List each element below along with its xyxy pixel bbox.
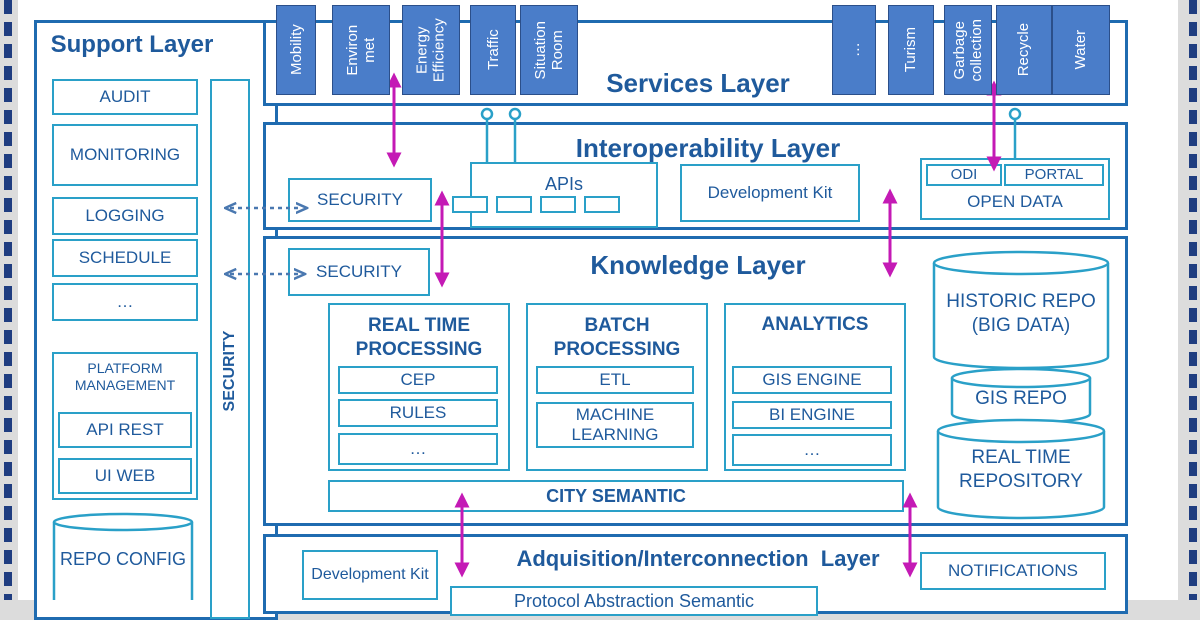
service-tile-label: Mobility <box>287 24 305 76</box>
portal-box: PORTAL <box>1004 164 1104 186</box>
services-layer-title: Services Layer <box>606 68 790 98</box>
analytics-box: ANALYTICS <box>724 303 906 471</box>
ui-web-box: UI WEB <box>58 458 192 494</box>
service-tile-label: Recycle <box>1015 23 1033 77</box>
city-semantic-box: CITY SEMANTIC <box>328 480 904 512</box>
api-slot <box>496 196 532 213</box>
realtime-processing-box: REAL TIME PROCESSING <box>328 303 510 471</box>
architecture-diagram: Support Layer AUDIT MONITORING LOGGING S… <box>18 0 1178 620</box>
repo-config-label: REPO CONFIG <box>59 548 186 569</box>
service-tile-label: Environ met <box>343 24 378 76</box>
interop-security-box: SECURITY <box>288 178 432 222</box>
service-tile-label: Traffic <box>484 29 502 71</box>
ellipsis-box: … <box>52 283 198 321</box>
service-tile: Turism <box>888 5 934 95</box>
realtime-repo-label: REAL TIME REPOSITORY <box>959 447 1083 492</box>
service-tile-label: Situation Room <box>531 20 566 80</box>
service-tile: Recycle <box>996 5 1052 95</box>
open-data-box: OPEN DATA <box>920 158 1110 220</box>
knowledge-security-box: SECURITY <box>288 248 430 296</box>
service-tile: Traffic <box>470 5 516 95</box>
knowledge-layer-title: Knowledge Layer <box>590 250 806 280</box>
apis-box: APIs <box>470 162 658 228</box>
audit-box: AUDIT <box>52 79 198 115</box>
rules-box: RULES <box>338 399 498 427</box>
historic-repo-cylinder <box>932 250 1110 370</box>
service-tile: Mobility <box>276 5 316 95</box>
api-slot <box>584 196 620 213</box>
diagram-overlay <box>52 72 1110 600</box>
service-tile-label: Turism <box>902 27 920 73</box>
batch-processing-title: BATCH PROCESSING <box>553 315 681 360</box>
support-layer-title: Support Layer <box>50 31 214 58</box>
odi-box: ODI <box>926 164 1002 186</box>
bi-engine-box: BI ENGINE <box>732 401 892 429</box>
realtime-processing-title: REAL TIME PROCESSING <box>355 315 483 360</box>
interoperability-layer-title: Interoperability Layer <box>575 133 841 163</box>
realtime-repo-cylinder <box>936 418 1106 520</box>
machine-learning-box: MACHINE LEARNING <box>536 402 694 448</box>
service-tile: Environ met <box>332 5 390 95</box>
etl-box: ETL <box>536 366 694 394</box>
notifications-box: NOTIFICATIONS <box>920 552 1106 590</box>
api-slot <box>540 196 576 213</box>
api-slot <box>452 196 488 213</box>
apis-label: APIs <box>544 174 583 194</box>
logging-box: LOGGING <box>52 197 198 235</box>
service-tile-label: Water <box>1072 30 1090 70</box>
service-tile: … <box>832 5 876 95</box>
historic-repo-label: HISTORIC REPO (BIG DATA) <box>946 291 1096 336</box>
schedule-box: SCHEDULE <box>52 239 198 277</box>
left-dashed-border <box>4 0 12 600</box>
interop-dev-kit-box: Development Kit <box>680 164 860 222</box>
service-tile-label: … <box>845 42 863 58</box>
service-tile: Garbage collection <box>944 5 992 95</box>
service-tile: Energy Efficiency <box>402 5 460 95</box>
acquisition-layer-title: Adquisition/Interconnection Layer <box>516 546 880 571</box>
platform-management-box: PLATFORM MANAGEMENT <box>52 352 198 500</box>
analytics-title: ANALYTICS <box>761 314 869 335</box>
right-dashed-border <box>1189 0 1197 600</box>
gis-repo-cylinder <box>950 367 1092 425</box>
gis-repo-label: GIS REPO <box>975 388 1067 410</box>
api-connectors <box>480 107 1022 162</box>
magenta-arrows <box>386 72 1002 578</box>
monitoring-box: MONITORING <box>52 124 198 186</box>
gis-engine-box: GIS ENGINE <box>732 366 892 394</box>
service-tile-label: Garbage collection <box>950 18 986 82</box>
analytics-ellipsis-box: … <box>732 434 892 466</box>
open-data-label: OPEN DATA <box>967 192 1063 211</box>
cep-box: CEP <box>338 366 498 394</box>
api-rest-box: API REST <box>58 412 192 448</box>
acquisition-dev-kit-box: Development Kit <box>302 550 438 600</box>
repo-config-cylinder <box>52 512 194 600</box>
realtime-ellipsis-box: … <box>338 433 498 465</box>
batch-processing-box: BATCH PROCESSING <box>526 303 708 471</box>
dotted-security-arrows <box>230 208 302 274</box>
service-tile-label: Energy Efficiency <box>413 18 449 82</box>
service-tile: Water <box>1052 5 1110 95</box>
platform-management-label: PLATFORM MANAGEMENT <box>74 360 176 393</box>
service-tile: Situation Room <box>520 5 578 95</box>
